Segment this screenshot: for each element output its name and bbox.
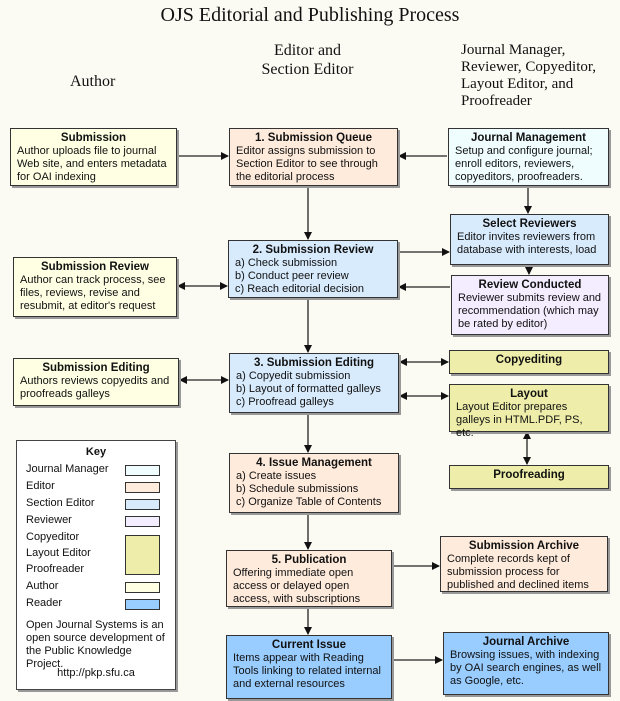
diagram-title: OJS Editorial and Publishing Process (160, 4, 460, 26)
box-text: Editor invites reviewers from database w… (457, 231, 597, 256)
box-title: Select Reviewers (482, 218, 577, 230)
box-text: Offering immediate open access or delaye… (233, 567, 361, 605)
box-title: Submission Editing (42, 362, 150, 374)
column-header-editor: Editor and Section Editor (261, 42, 354, 78)
box-author-submission-review: Submission Review Author can track proce… (13, 257, 177, 317)
legend-swatch (125, 482, 160, 493)
box-submission-review: 2. Submission Review a) Check submission… (228, 240, 398, 298)
legend-label: Editor (26, 480, 55, 492)
box-submission-editing: 3. Submission Editing a) Copyedit submis… (229, 353, 399, 413)
box-select-reviewers: Select Reviewers Editor invites reviewer… (450, 214, 609, 265)
box-proofreading: Proofreading (449, 465, 609, 489)
box-text: Editor assigns submission to Section Edi… (236, 145, 378, 183)
legend-note: Open Journal Systems is an open source d… (26, 619, 165, 670)
box-issue-management: 4. Issue Management a) Create issues b) … (229, 453, 399, 513)
box-submission-queue: 1. Submission Queue Editor assigns submi… (229, 128, 398, 186)
box-title: 1. Submission Queue (255, 132, 372, 144)
box-title: Journal Archive (482, 636, 570, 648)
box-copyediting: Copyediting (449, 350, 609, 374)
box-text: a) Check submission b) Conduct peer revi… (235, 257, 365, 295)
legend-label: Section Editor (26, 497, 95, 509)
box-text: Browsing issues, with indexing by OAI se… (450, 649, 602, 687)
legend-swatch (125, 465, 160, 476)
legend-label: Reviewer (26, 514, 72, 526)
legend-title: Key (85, 446, 107, 458)
box-title: Current Issue (271, 639, 347, 651)
box-current-issue: Current Issue Items appear with Reading … (226, 635, 392, 699)
legend-swatch (125, 516, 160, 527)
box-journal-management: Journal Management Setup and configure j… (448, 128, 609, 186)
legend-key: Key Journal Manager Editor Section Edito… (16, 440, 176, 690)
legend-label: Layout Editor (26, 547, 91, 559)
box-text: Reviewer submits review and recommendati… (458, 292, 602, 330)
box-submission-archive: Submission Archive Complete records kept… (440, 536, 608, 592)
box-title: Copyediting (495, 354, 563, 366)
box-text: Layout Editor prepares galleys in HTML.P… (456, 401, 583, 439)
legend-swatch (125, 499, 160, 510)
box-text: Setup and configure journal; enroll edit… (455, 145, 593, 183)
box-title: Review Conducted (478, 279, 582, 291)
box-review-conducted: Review Conducted Reviewer submits review… (451, 275, 609, 335)
box-title: Proofreading (493, 469, 565, 481)
legend-swatch (125, 582, 160, 593)
box-title: Submission Review (40, 261, 149, 273)
box-publication: 5. Publication Offering immediate open a… (226, 550, 392, 607)
column-header-author: Author (70, 73, 116, 90)
legend-label: Reader (26, 597, 63, 609)
box-text: Complete records kept of submission proc… (447, 553, 589, 591)
box-layout: Layout Layout Editor prepares galleys in… (449, 384, 609, 439)
legend-label: Journal Manager (26, 463, 109, 475)
box-title: 3. Submission Editing (253, 357, 375, 369)
legend-swatch (125, 599, 160, 610)
legend-label: Author (26, 580, 59, 592)
box-title: 5. Publication (271, 554, 347, 566)
box-text: a) Copyedit submission b) Layout of form… (236, 370, 381, 408)
box-submission: Submission Author uploads file to journa… (10, 128, 177, 186)
box-title: Journal Management (470, 132, 587, 144)
box-text: Author can track process, see files, rev… (20, 274, 166, 312)
box-text: Items appear with Reading Tools linking … (233, 652, 381, 690)
box-author-submission-editing: Submission Editing Authors reviews copye… (13, 358, 179, 406)
box-title: 4. Issue Management (256, 457, 372, 469)
box-title: Layout (510, 388, 548, 400)
box-title: Submission Archive (468, 540, 580, 552)
legend-url[interactable]: http://pkp.sfu.ca (57, 667, 135, 679)
legend-label: Copyeditor (26, 531, 80, 543)
column-header-others: Journal Manager, Reviewer, Copyeditor, L… (461, 42, 597, 109)
box-text: a) Create issues b) Schedule submissions… (236, 470, 382, 508)
box-title: 2. Submission Review (252, 244, 374, 256)
box-text: Author uploads file to journal Web site,… (17, 145, 167, 183)
legend-label: Proofreader (26, 563, 85, 575)
box-journal-archive: Journal Archive Browsing issues, with in… (443, 632, 609, 695)
box-title: Submission (60, 132, 127, 144)
box-text: Authors reviews copyedits and proofreads… (20, 375, 170, 400)
legend-swatch (125, 535, 160, 575)
